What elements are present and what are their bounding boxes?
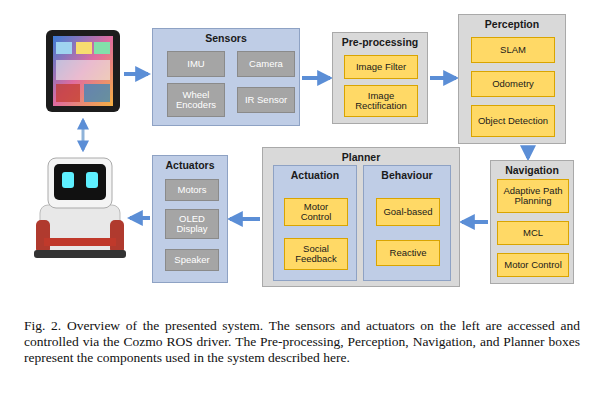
box-label: IR Sensor <box>245 95 287 105</box>
flow-arrow <box>130 216 150 220</box>
group-heading: Actuation <box>274 166 356 181</box>
group-heading: Perception <box>459 15 565 30</box>
process-box: SLAM <box>471 37 555 63</box>
box-label: Motor Control <box>288 202 344 223</box>
box-label: Reactive <box>390 248 427 258</box>
group-box: ActuationMotor ControlSocial Feedback <box>273 165 357 281</box>
group-heading: Behaviour <box>364 166 450 181</box>
flow-arrow <box>230 217 260 221</box>
flow-arrow <box>430 76 456 80</box>
process-box: Wheel Encoders <box>167 83 225 117</box>
box-label: IMU <box>187 59 204 69</box>
process-box: Speaker <box>165 249 219 271</box>
group-box: SensorsIMU CameraWheel Encoders IR Sensor <box>152 28 300 126</box>
group-heading: Navigation <box>491 161 573 176</box>
box-label: Goal-based <box>383 207 432 217</box>
box-label: Social Feedback <box>288 244 344 265</box>
process-box: Goal-based <box>376 198 440 226</box>
box-label: Image Filter <box>356 62 406 72</box>
process-box: Camera <box>237 51 295 77</box>
group-box: ActuatorsMotorsOLED DisplaySpeaker <box>152 155 228 283</box>
group-box: BehaviourGoal-basedReactive <box>363 165 451 281</box>
box-label: Object Detection <box>478 116 548 126</box>
box-label: MCL <box>523 228 543 238</box>
process-box: Object Detection <box>471 105 555 137</box>
box-label: OLED Display <box>169 214 215 235</box>
tablet-illustration <box>46 30 120 112</box>
process-box: Motor Control <box>497 253 569 277</box>
box-label: Motor Control <box>504 260 562 270</box>
process-box: Odometry <box>471 71 555 97</box>
process-box: Reactive <box>376 240 440 266</box>
process-box: Adaptive Path Planning <box>497 179 569 213</box>
flow-arrow <box>462 220 488 224</box>
process-box: Image Rectification <box>344 85 418 117</box>
box-label: Image Rectification <box>348 91 414 112</box>
process-box: Social Feedback <box>284 238 348 270</box>
box-label: SLAM <box>500 45 526 55</box>
link-arrow <box>82 120 85 150</box>
flow-arrow <box>302 76 330 80</box>
group-box: Pre-processingImage FilterImage Rectific… <box>332 32 428 124</box>
flow-arrow <box>526 146 530 158</box>
box-label: Odometry <box>492 79 534 89</box>
group-heading: Actuators <box>153 156 227 171</box>
group-box: NavigationAdaptive Path PlanningMCL Motor… <box>490 160 574 284</box>
figure-caption: Fig. 2. Overview of the presented system… <box>24 318 580 367</box>
box-label: Wheel Encoders <box>171 90 221 111</box>
process-box: IR Sensor <box>237 87 295 113</box>
box-label: Motors <box>177 185 206 195</box>
process-box: Motors <box>165 179 219 201</box>
process-box: Motor Control <box>284 198 348 226</box>
group-heading: Pre-processing <box>333 33 427 48</box>
group-box: PerceptionSLAM OdometryObject Detection <box>458 14 566 144</box>
box-label: Camera <box>249 59 283 69</box>
cozmo-robot <box>34 158 126 258</box>
process-box: Image Filter <box>344 55 418 79</box>
box-label: Adaptive Path Planning <box>501 186 565 207</box>
process-box: MCL <box>497 221 569 245</box>
process-box: OLED Display <box>165 209 219 239</box>
group-heading: Sensors <box>153 29 299 44</box>
process-box: IMU <box>167 51 225 77</box>
group-box: PlannerActuationMotor ControlSocial Feed… <box>262 147 460 287</box>
flow-arrow <box>124 72 148 76</box>
group-heading: Planner <box>263 148 459 163</box>
box-label: Speaker <box>174 255 209 265</box>
